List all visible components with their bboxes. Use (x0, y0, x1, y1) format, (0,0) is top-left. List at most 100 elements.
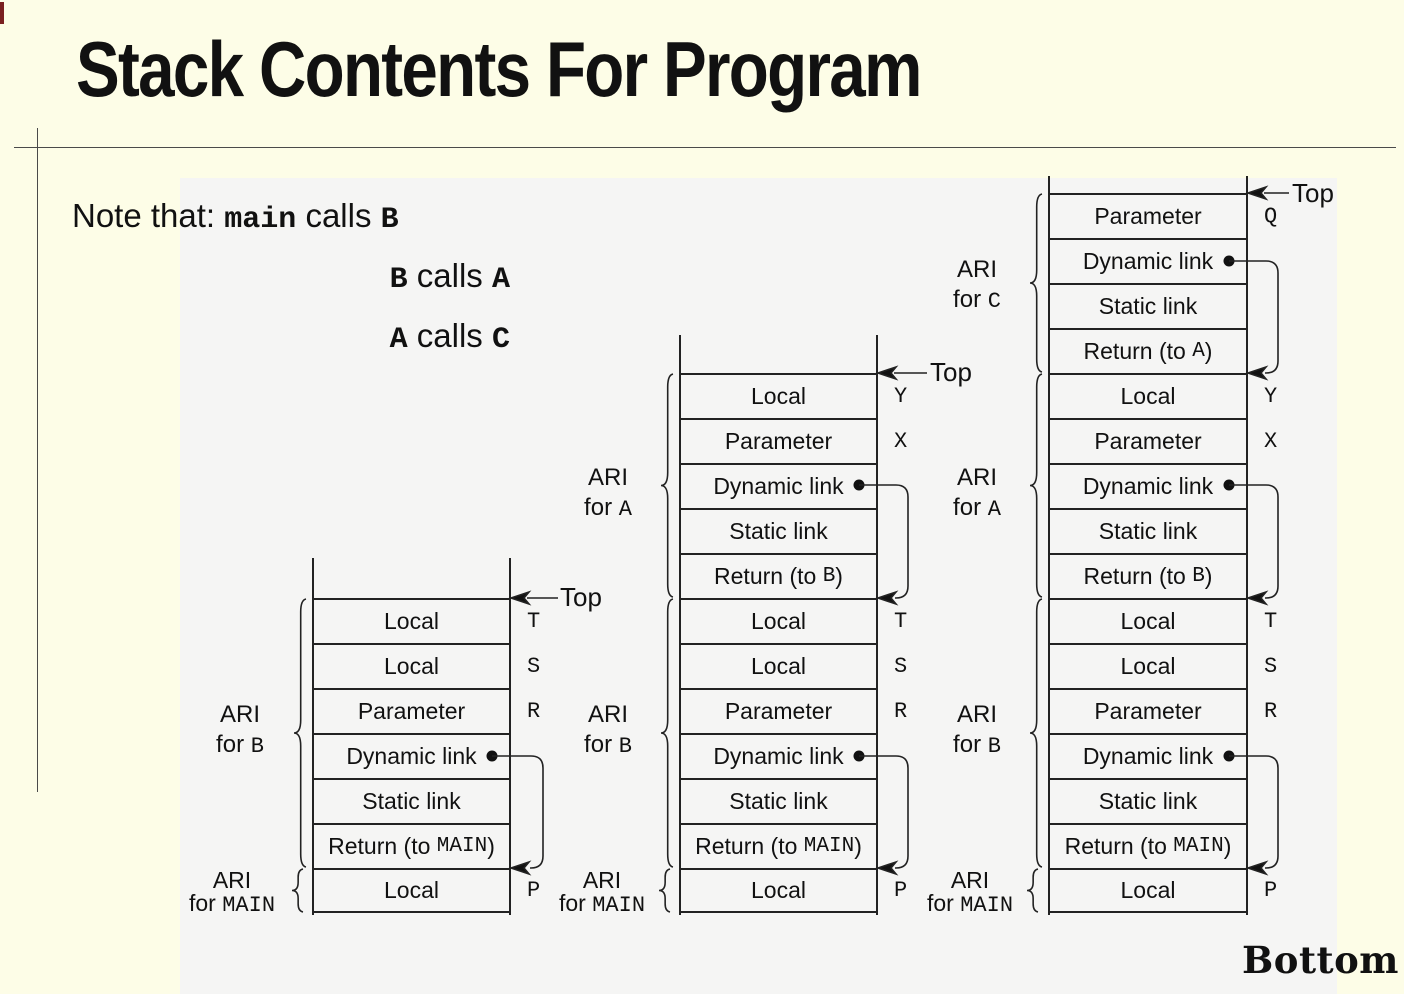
cell-label: Local (1120, 383, 1176, 409)
cell-label: Static link (1098, 293, 1198, 319)
stack-cell: Static link (1050, 283, 1246, 328)
register-label: T (894, 609, 908, 634)
stack-cell: Local Y (1050, 373, 1277, 418)
brace (658, 868, 671, 913)
cell-label: Local (751, 877, 806, 903)
stack-cell-dynamic-link: Dynamic link (681, 463, 876, 508)
register-label: S (894, 654, 908, 679)
register-label: S (1264, 654, 1278, 679)
stack-cell: Local S (314, 643, 540, 688)
stack-cell: Static link (1050, 508, 1246, 553)
register-label: X (1264, 429, 1278, 454)
cell-label: Static link (729, 788, 828, 814)
register-label: P (527, 878, 541, 903)
stack-cell: Local P (314, 868, 540, 913)
cell-label: Dynamic link (1082, 743, 1214, 769)
cell-label: ) (854, 833, 862, 859)
title-underline-rule (14, 147, 1396, 148)
brace (660, 373, 674, 598)
stack-cell-dynamic-link: Dynamic link (1050, 238, 1246, 283)
stack-cell-dynamic-link: Dynamic link (681, 733, 876, 778)
cell-label-mono: B (822, 565, 836, 588)
stack-open-top (314, 558, 509, 598)
cell-label: ) (487, 833, 495, 859)
stack-cell: Static link (314, 778, 509, 823)
stack-open-top (1050, 176, 1246, 193)
register-label: Y (1264, 384, 1278, 409)
stack-cell: Static link (681, 778, 876, 823)
cell-label: Local (751, 653, 806, 679)
register-label: T (527, 609, 541, 634)
register-label: Q (1264, 204, 1278, 229)
top-label: Top (1292, 177, 1334, 208)
cell-label: Return (to (695, 833, 804, 859)
stack-cell: Return (to MAIN) (681, 823, 876, 868)
stack-cell: Local P (681, 868, 907, 913)
cell-label-mono: MAIN (1173, 835, 1224, 858)
register-label: T (1264, 609, 1278, 634)
cell-label: ) (1204, 563, 1213, 589)
cell-label-mono: MAIN (436, 835, 488, 858)
stack-cell: Return (to MAIN) (1050, 823, 1246, 868)
brace (293, 598, 307, 868)
cell-label: Dynamic link (713, 473, 844, 499)
register-label: P (894, 878, 908, 903)
register-label: R (527, 699, 541, 724)
brace (1026, 868, 1039, 913)
top-label: Top (930, 356, 972, 387)
cell-label: Parameter (357, 698, 466, 724)
stack-cell: Parameter R (681, 688, 907, 733)
cell-label-mono: B (1192, 565, 1205, 588)
cell-label: Parameter (1094, 428, 1202, 454)
cell-label: Local (1120, 877, 1176, 903)
note-line: A calls C (72, 308, 510, 368)
cell-label: Static link (1098, 788, 1198, 814)
cell-label: Parameter (1094, 203, 1202, 229)
register-label: S (527, 654, 541, 679)
stack-cell: Return (to B) (681, 553, 876, 598)
cell-label: Parameter (724, 698, 833, 724)
cell-label: Return (to (1064, 833, 1174, 859)
stack-cell: Parameter R (314, 688, 540, 733)
note-line: Note that: main calls B (72, 188, 510, 248)
cell-label: Dynamic link (1082, 248, 1214, 274)
note: Note that: main calls B B calls A A call… (72, 188, 510, 368)
cell-label-mono: MAIN (803, 835, 855, 858)
stack-snapshot-3: Parameter Q Dynamic link Static link Retu… (1048, 176, 1277, 915)
cell-label: Local (384, 608, 439, 634)
cell-label: Local (1120, 653, 1176, 679)
stack-cell: Return (to B) (1050, 553, 1246, 598)
note-caller: A (389, 323, 408, 357)
stack-open-top (681, 335, 876, 373)
register-label: R (894, 699, 908, 724)
top-label: Top (560, 581, 602, 612)
register-label: R (1264, 699, 1278, 724)
brace (1029, 193, 1043, 373)
stack-cell: Local T (681, 598, 907, 643)
diagram-panel (180, 178, 1337, 994)
note-verb: calls (407, 257, 492, 294)
cell-label: Return (to (714, 563, 823, 589)
stack-cell: Static link (681, 508, 876, 553)
cell-label: Local (384, 653, 439, 679)
stack-cell: Parameter Q (1050, 193, 1277, 238)
cell-label: Dynamic link (346, 743, 477, 769)
cell-label: Local (751, 608, 806, 634)
brace (1029, 598, 1043, 868)
stack-cell-dynamic-link: Dynamic link (314, 733, 509, 778)
note-caller: main (224, 203, 297, 237)
stack-cell: Local T (314, 598, 540, 643)
note-verb: calls (407, 317, 492, 354)
cell-label: Local (384, 877, 439, 903)
cell-label: Parameter (1094, 698, 1202, 724)
cell-label: Return (to (328, 833, 437, 859)
note-callee: B (380, 203, 399, 237)
